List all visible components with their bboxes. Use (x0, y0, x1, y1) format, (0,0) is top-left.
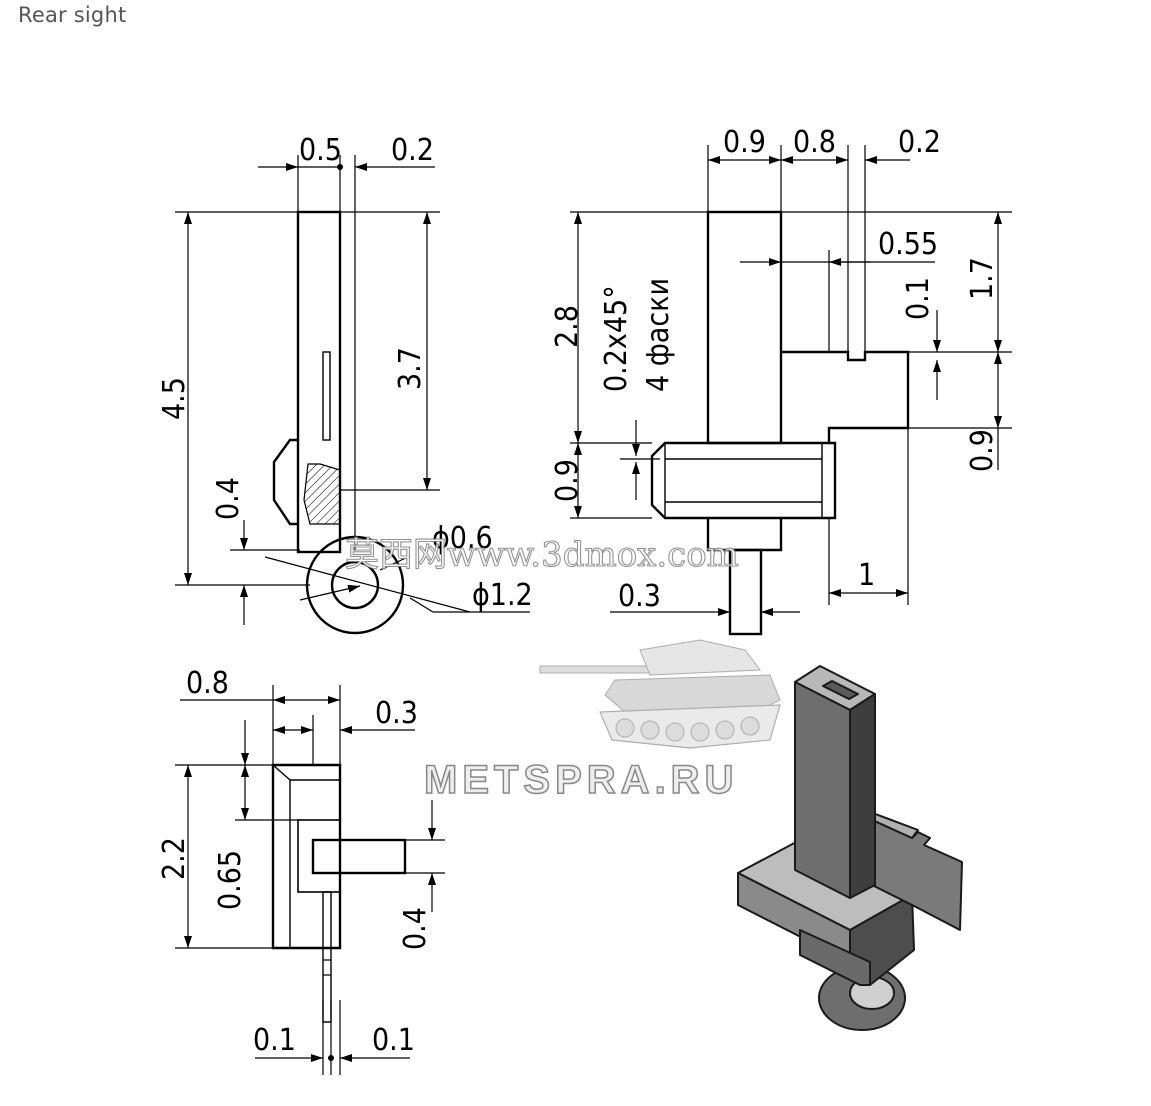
tank-logo-icon (539, 639, 781, 749)
view-top-left: 0.5 0.2 4.5 3.7 0.4 ϕ0.6 ϕ1.2 (157, 133, 533, 635)
dim-0.4-bl: 0.4 (398, 907, 433, 950)
dim-0.5: 0.5 (299, 133, 342, 168)
dim-0.8-bl: 0.8 (186, 666, 229, 701)
dim-2.2: 2.2 (157, 837, 192, 880)
dim-0.3-bl: 0.3 (375, 696, 418, 731)
dim-phi-1.2: ϕ1.2 (472, 578, 533, 613)
dim-0.3-pin: 0.3 (618, 579, 661, 614)
dim-4.5: 4.5 (157, 377, 192, 420)
dim-0.9-left: 0.9 (550, 459, 585, 502)
dim-0.2: 0.2 (391, 133, 434, 168)
view-top-right: 0.9 0.8 0.2 0.55 0.1 1.7 2.8 0.2x45° 4 ф… (550, 125, 1012, 636)
dim-0.9-right: 0.9 (965, 429, 1000, 472)
dim-0.1-left: 0.1 (253, 1023, 296, 1058)
dim-0.1: 0.1 (901, 277, 936, 320)
dim-chamfer: 0.2x45° (599, 285, 634, 392)
isometric-render (737, 665, 963, 1031)
watermark-site: METSPRA.RU (424, 758, 738, 802)
dim-3.7: 3.7 (393, 347, 428, 390)
dim-1.7: 1.7 (965, 257, 1000, 300)
dim-phi-0.6: ϕ0.6 (432, 521, 493, 556)
dim-2.8: 2.8 (550, 305, 585, 348)
view-bottom-left: 0.8 0.3 2.2 0.65 0.4 0.1 0.1 (157, 666, 445, 1075)
dim-0.8-top: 0.8 (793, 125, 836, 160)
dim-1: 1 (858, 558, 875, 593)
dim-0.4: 0.4 (211, 477, 246, 520)
watermark-cn: 莫西网www.3dmox.com (345, 535, 739, 575)
dim-0.9-top: 0.9 (723, 125, 766, 160)
dim-0.65: 0.65 (213, 850, 248, 910)
dim-0.55: 0.55 (878, 227, 938, 262)
page-caption: Rear sight (18, 3, 127, 27)
dim-0.1-right: 0.1 (372, 1023, 415, 1058)
dim-chamfer-note: 4 фаски (641, 278, 676, 392)
dim-0.2-top: 0.2 (898, 125, 941, 160)
